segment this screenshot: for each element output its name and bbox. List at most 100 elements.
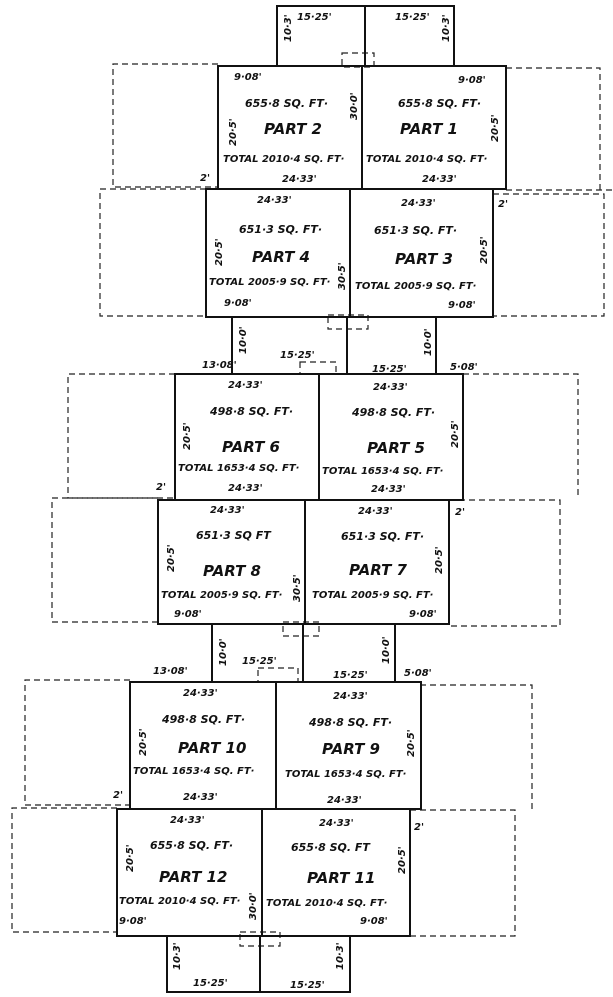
part11-name: PART 11 bbox=[307, 869, 375, 887]
outline-part11-right bbox=[410, 809, 516, 937]
part8-name: PART 8 bbox=[203, 562, 261, 580]
part8-bottom-dim: 9·08' bbox=[174, 609, 202, 620]
link1-h1: 10·0' bbox=[238, 326, 249, 354]
outline-part2-left bbox=[112, 63, 218, 188]
dim-top-right-width: 15·25' bbox=[395, 12, 430, 23]
part2-top-dim: 9·08' bbox=[234, 72, 262, 83]
dim-top-left-height: 10·3' bbox=[283, 14, 294, 42]
outline-part8-left bbox=[51, 497, 158, 623]
part2-total: TOTAL 2010·4 SQ. FT· bbox=[223, 154, 344, 165]
link2-w2: 15·25' bbox=[333, 670, 368, 681]
part12-area: 655·8 SQ. FT· bbox=[150, 839, 233, 852]
dim-top-right-height: 10·3' bbox=[441, 14, 452, 42]
part1-name: PART 1 bbox=[400, 120, 458, 138]
part12-side-dim: 20·5' bbox=[125, 844, 136, 872]
offset-2-a: 2' bbox=[200, 173, 210, 184]
part8-area: 651·3 SQ FT bbox=[196, 529, 272, 542]
part4-area: 651·3 SQ. FT· bbox=[239, 223, 322, 236]
part9-area: 498·8 SQ. FT· bbox=[308, 716, 392, 729]
part10-area: 498·8 SQ. FT· bbox=[161, 713, 245, 726]
part7-name: PART 7 bbox=[349, 561, 408, 579]
dim-bottom-left-height: 10·3' bbox=[172, 942, 183, 970]
dim-top-left-width: 15·25' bbox=[297, 12, 332, 23]
part10-side-dim: 20·5' bbox=[138, 728, 149, 756]
link1-left: 13·08' bbox=[202, 360, 237, 371]
part4-top-dim: 24·33' bbox=[257, 195, 292, 206]
part4-bottom-dim: 9·08' bbox=[224, 298, 252, 309]
part9-total: TOTAL 1653·4 SQ. FT· bbox=[285, 769, 406, 780]
part9-bottom-dim: 24·33' bbox=[327, 795, 362, 806]
outline-part12-left bbox=[11, 807, 117, 933]
outline-part9-right bbox=[420, 684, 533, 810]
part5-side-dim: 20·5' bbox=[450, 420, 461, 448]
link1-h2: 10·0' bbox=[423, 328, 434, 356]
part5-top-dim: 24·33' bbox=[373, 382, 408, 393]
part12-bottom-dim: 9·08' bbox=[119, 916, 147, 927]
part12-top-dim: 24·33' bbox=[170, 815, 205, 826]
link2-left: 13·08' bbox=[153, 666, 188, 677]
offset-2-c: 2' bbox=[156, 482, 166, 493]
part2-area: 655·8 SQ. FT· bbox=[245, 97, 328, 110]
connector-box-top bbox=[341, 52, 375, 68]
part11-total: TOTAL 2010·4 SQ. FT· bbox=[266, 898, 387, 909]
part3-total: TOTAL 2005·9 SQ. FT· bbox=[355, 281, 476, 292]
part1-mid-dim: 30·0' bbox=[349, 92, 360, 120]
dim-bottom-left-width: 15·25' bbox=[193, 978, 228, 989]
part12-total: TOTAL 2010·4 SQ. FT· bbox=[119, 896, 240, 907]
part1-side-dim: 20·5' bbox=[490, 114, 501, 142]
part4-name: PART 4 bbox=[252, 248, 310, 266]
part1-total: TOTAL 2010·4 SQ. FT· bbox=[366, 154, 487, 165]
part6-top-dim: 24·33' bbox=[228, 380, 263, 391]
part10-bottom-dim: 24·33' bbox=[183, 792, 218, 803]
part6-name: PART 6 bbox=[222, 438, 280, 456]
outline-part10-left bbox=[24, 679, 130, 806]
part3-top-dim: 24·33' bbox=[401, 198, 436, 209]
part4-side-dim: 20·5' bbox=[214, 238, 225, 266]
part5-total: TOTAL 1653·4 SQ. FT· bbox=[322, 466, 443, 477]
outline-part1-right bbox=[506, 67, 601, 190]
bottom-cap bbox=[166, 935, 351, 993]
part4-total: TOTAL 2005·9 SQ. FT· bbox=[209, 277, 330, 288]
part8-top-dim: 24·33' bbox=[210, 505, 245, 516]
part11-side-dim: 20·5' bbox=[397, 846, 408, 874]
part7-bottom-dim: 9·08' bbox=[409, 609, 437, 620]
offset-2-f: 2' bbox=[414, 822, 424, 833]
connector-box-3 bbox=[299, 361, 337, 375]
offset-2-e: 2' bbox=[113, 790, 123, 801]
part6-bottom-dim: 24·33' bbox=[228, 483, 263, 494]
link2-w1: 15·25' bbox=[242, 656, 277, 667]
link2-right: 5·08' bbox=[404, 668, 432, 679]
part1-area: 655·8 SQ. FT· bbox=[398, 97, 481, 110]
dashed-outlines bbox=[11, 52, 612, 947]
part9-top-dim: 24·33' bbox=[333, 691, 368, 702]
dim-bottom-right-width: 15·25' bbox=[290, 980, 325, 991]
part2-side-dim: 20·5' bbox=[228, 118, 239, 146]
part11-area: 655·8 SQ. FT bbox=[291, 841, 371, 854]
part8-side-dim: 20·5' bbox=[166, 544, 177, 572]
outline-part7-right bbox=[449, 499, 561, 627]
part11-top-dim: 24·33' bbox=[319, 818, 354, 829]
part7-top-dim: 24·33' bbox=[358, 506, 393, 517]
part7-total: TOTAL 2005·9 SQ. FT· bbox=[312, 590, 433, 601]
part3-area: 651·3 SQ. FT· bbox=[374, 224, 457, 237]
part2-bottom-dim: 24·33' bbox=[282, 174, 317, 185]
part11-bottom-dim: 9·08' bbox=[360, 916, 388, 927]
dim-bottom-right-height: 10·3' bbox=[335, 942, 346, 970]
outline-part5-right bbox=[463, 373, 579, 498]
link1-right: 5·08' bbox=[450, 362, 478, 373]
part9-name: PART 9 bbox=[322, 740, 380, 758]
part1-bottom-dim: 24·33' bbox=[422, 174, 457, 185]
outline-part6-left bbox=[67, 373, 175, 499]
outline-part4-left bbox=[99, 188, 206, 317]
part10-top-dim: 24·33' bbox=[183, 688, 218, 699]
offset-2-d: 2' bbox=[455, 507, 465, 518]
outline-part3-right bbox=[493, 193, 605, 317]
connector-box-4 bbox=[282, 621, 320, 637]
part3-name: PART 3 bbox=[395, 250, 453, 268]
part9-side-dim: 20·5' bbox=[406, 729, 417, 757]
part12-name: PART 12 bbox=[159, 868, 227, 886]
part6-total: TOTAL 1653·4 SQ. FT· bbox=[178, 463, 299, 474]
connector-box-5 bbox=[257, 667, 299, 683]
part3-side-dim: 20·5' bbox=[479, 236, 490, 264]
